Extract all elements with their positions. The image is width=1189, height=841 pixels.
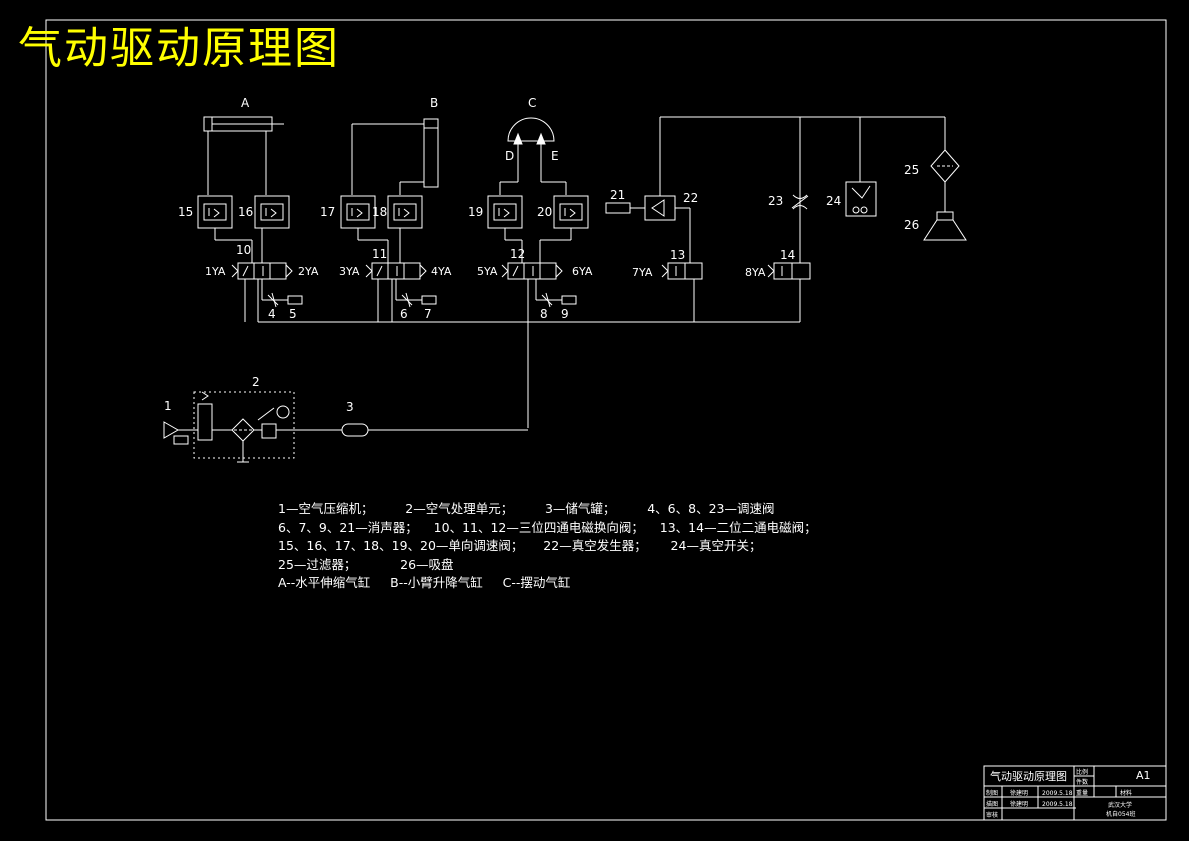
label-a: A <box>241 96 250 110</box>
label-6: 6 <box>400 307 408 321</box>
throttle-valve-17 <box>340 195 376 229</box>
tb-trace-name: 徐建明 <box>1010 800 1028 808</box>
tb-school: 武汉大学 <box>1108 801 1132 809</box>
tb-trace-date: 2009.5.18 <box>1042 801 1073 808</box>
vacuum-switch-24 <box>845 181 877 217</box>
label-2: 2 <box>252 375 260 389</box>
tb-draw-name: 徐建明 <box>1010 789 1028 797</box>
throttle-valve-19 <box>487 195 523 229</box>
solenoid-valve-14 <box>767 262 811 280</box>
tb-weight: 重量 <box>1076 789 1088 797</box>
label-b: B <box>430 96 438 110</box>
directional-valve-11 <box>365 262 427 280</box>
cylinder-b-body <box>423 118 439 188</box>
throttle-valve-15 <box>197 195 233 229</box>
label-21: 21 <box>610 188 625 202</box>
label-24: 24 <box>826 194 841 208</box>
tb-material: 材料 <box>1120 789 1132 797</box>
label-5: 5 <box>289 307 297 321</box>
label-d: D <box>505 149 514 163</box>
vacuum-generator-22 <box>644 195 676 221</box>
tb-draw-date: 2009.5.18 <box>1042 790 1073 797</box>
throttle-valve-20 <box>553 195 589 229</box>
directional-valve-10 <box>231 262 293 280</box>
label-1ya: 1YA <box>205 265 226 278</box>
label-25: 25 <box>904 163 919 177</box>
label-e: E <box>551 149 559 163</box>
label-7ya: 7YA <box>632 266 653 279</box>
label-8ya: 8YA <box>745 266 766 279</box>
title-block-name: 气动驱动原理图 <box>990 769 1067 783</box>
label-16: 16 <box>238 205 253 219</box>
label-15: 15 <box>178 205 193 219</box>
directional-valve-12 <box>501 262 563 280</box>
label-26: 26 <box>904 218 919 232</box>
air-treatment-unit-2 <box>193 391 295 459</box>
solenoid-valve-13 <box>661 262 703 280</box>
label-17: 17 <box>320 205 335 219</box>
label-4: 4 <box>268 307 276 321</box>
label-3ya: 3YA <box>339 265 360 278</box>
silencer-21 <box>605 202 631 214</box>
label-3: 3 <box>346 400 354 414</box>
air-tank-3 <box>341 423 369 437</box>
page-title: 气动驱动原理图 <box>18 23 340 74</box>
filter-25 <box>930 149 960 183</box>
label-5ya: 5YA <box>477 265 498 278</box>
label-20: 20 <box>537 205 552 219</box>
throttle-valve-23 <box>791 194 809 210</box>
label-c: C <box>528 96 536 110</box>
drawing-border <box>45 19 1167 821</box>
tb-draw-label: 制图 <box>986 789 998 797</box>
legend: 1—空气压缩机； 2—空气处理单元； 3—储气罐； 4、6、8、23—调速阀 6… <box>278 500 817 593</box>
label-12: 12 <box>510 247 525 261</box>
tb-trace-label: 描图 <box>986 800 998 808</box>
legend-line: 1—空气压缩机； 2—空气处理单元； 3—储气罐； 4、6、8、23—调速阀 <box>278 501 775 516</box>
cylinder-c-body <box>507 117 555 142</box>
label-4ya: 4YA <box>431 265 452 278</box>
label-19: 19 <box>468 205 483 219</box>
air-compressor-1 <box>163 421 198 445</box>
title-block-sheet: A1 <box>1136 769 1151 782</box>
legend-line: 6、7、9、21—消声器； 10、11、12—三位四通电磁换向阀； 13、14—… <box>278 519 817 535</box>
label-18: 18 <box>372 205 387 219</box>
tb-ratio: 比例 <box>1076 768 1088 776</box>
legend-line: A--水平伸缩气缸 B--小臂升降气缸 C--摆动气缸 <box>278 575 571 590</box>
legend-line: 15、16、17、18、19、20—单向调速阀； 22—真空发生器； 24—真空… <box>278 538 762 553</box>
tb-review-label: 审核 <box>986 811 998 819</box>
legend-line: 25—过滤器； 26—吸盘 <box>278 556 454 572</box>
label-11: 11 <box>372 247 387 261</box>
label-9: 9 <box>561 307 569 321</box>
tb-count: 件数 <box>1076 778 1088 786</box>
label-13: 13 <box>670 248 685 262</box>
throttle-valve-16 <box>254 195 290 229</box>
tb-class: 机自054班 <box>1106 810 1135 818</box>
throttle-valve-18 <box>387 195 423 229</box>
label-7: 7 <box>424 307 432 321</box>
label-23: 23 <box>768 194 783 208</box>
label-8: 8 <box>540 307 548 321</box>
label-2ya: 2YA <box>298 265 319 278</box>
label-1: 1 <box>164 399 172 413</box>
label-10: 10 <box>236 243 251 257</box>
label-6ya: 6YA <box>572 265 593 278</box>
title-block <box>983 765 1167 821</box>
label-22: 22 <box>683 191 698 205</box>
label-14: 14 <box>780 248 795 262</box>
suction-cup-26 <box>923 211 967 241</box>
